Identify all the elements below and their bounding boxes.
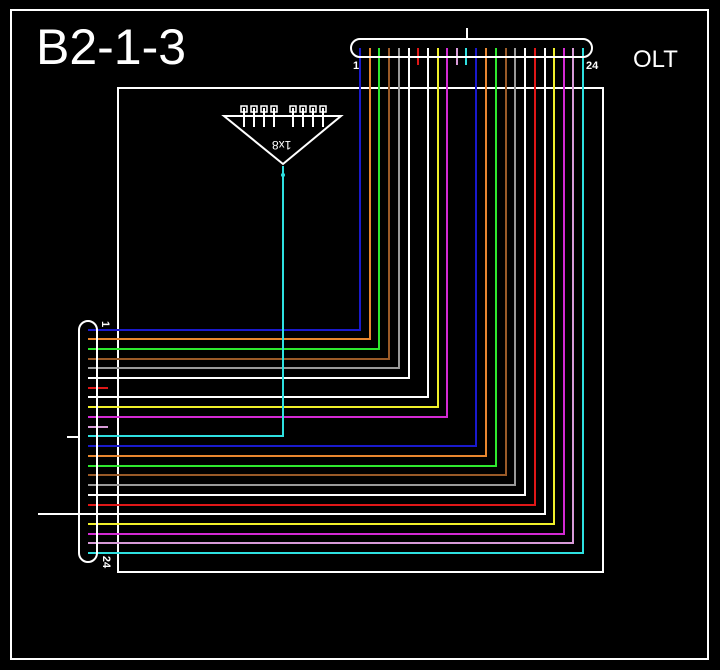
left-connector[interactable] [38,320,98,564]
fiber-8 [88,48,429,398]
fiber-18 [88,48,526,496]
left-connector-start-label: 1 [99,320,112,328]
fiber-21 [88,48,555,525]
fiber-1 [88,48,361,331]
fiber-5 [88,48,400,369]
fiber-16 [88,48,507,476]
splitter-output-ports [240,105,327,127]
diagram-title: B2-1-3 [36,19,187,75]
top-connector[interactable] [349,28,594,58]
outer-frame [10,9,709,660]
top-connector-start-label: 1 [353,60,360,72]
fiber-23 [88,48,574,544]
fiber-20 [88,48,546,515]
fiber-14 [88,48,487,457]
fiber-22 [88,48,565,535]
left-connector-end-label: 24 [100,555,113,569]
top-connector-end-label: 24 [586,60,599,72]
splitter-1x8[interactable] [221,105,344,177]
fiber-lines [88,48,584,554]
fiber-12 [88,166,284,437]
splitter-label: 1x8 [272,138,292,152]
fiber-4 [88,48,390,360]
fiber-19 [88,48,536,506]
fiber-2 [88,48,371,340]
fiber-10 [88,48,448,418]
fiber-24 [88,48,584,554]
fiber-9 [88,48,439,408]
fiber-17 [88,48,516,486]
olt-label: OLT [633,46,678,73]
fiber-6 [88,48,410,379]
fiber-3 [88,48,380,350]
fiber-13 [88,48,477,447]
fiber-15 [88,48,497,467]
